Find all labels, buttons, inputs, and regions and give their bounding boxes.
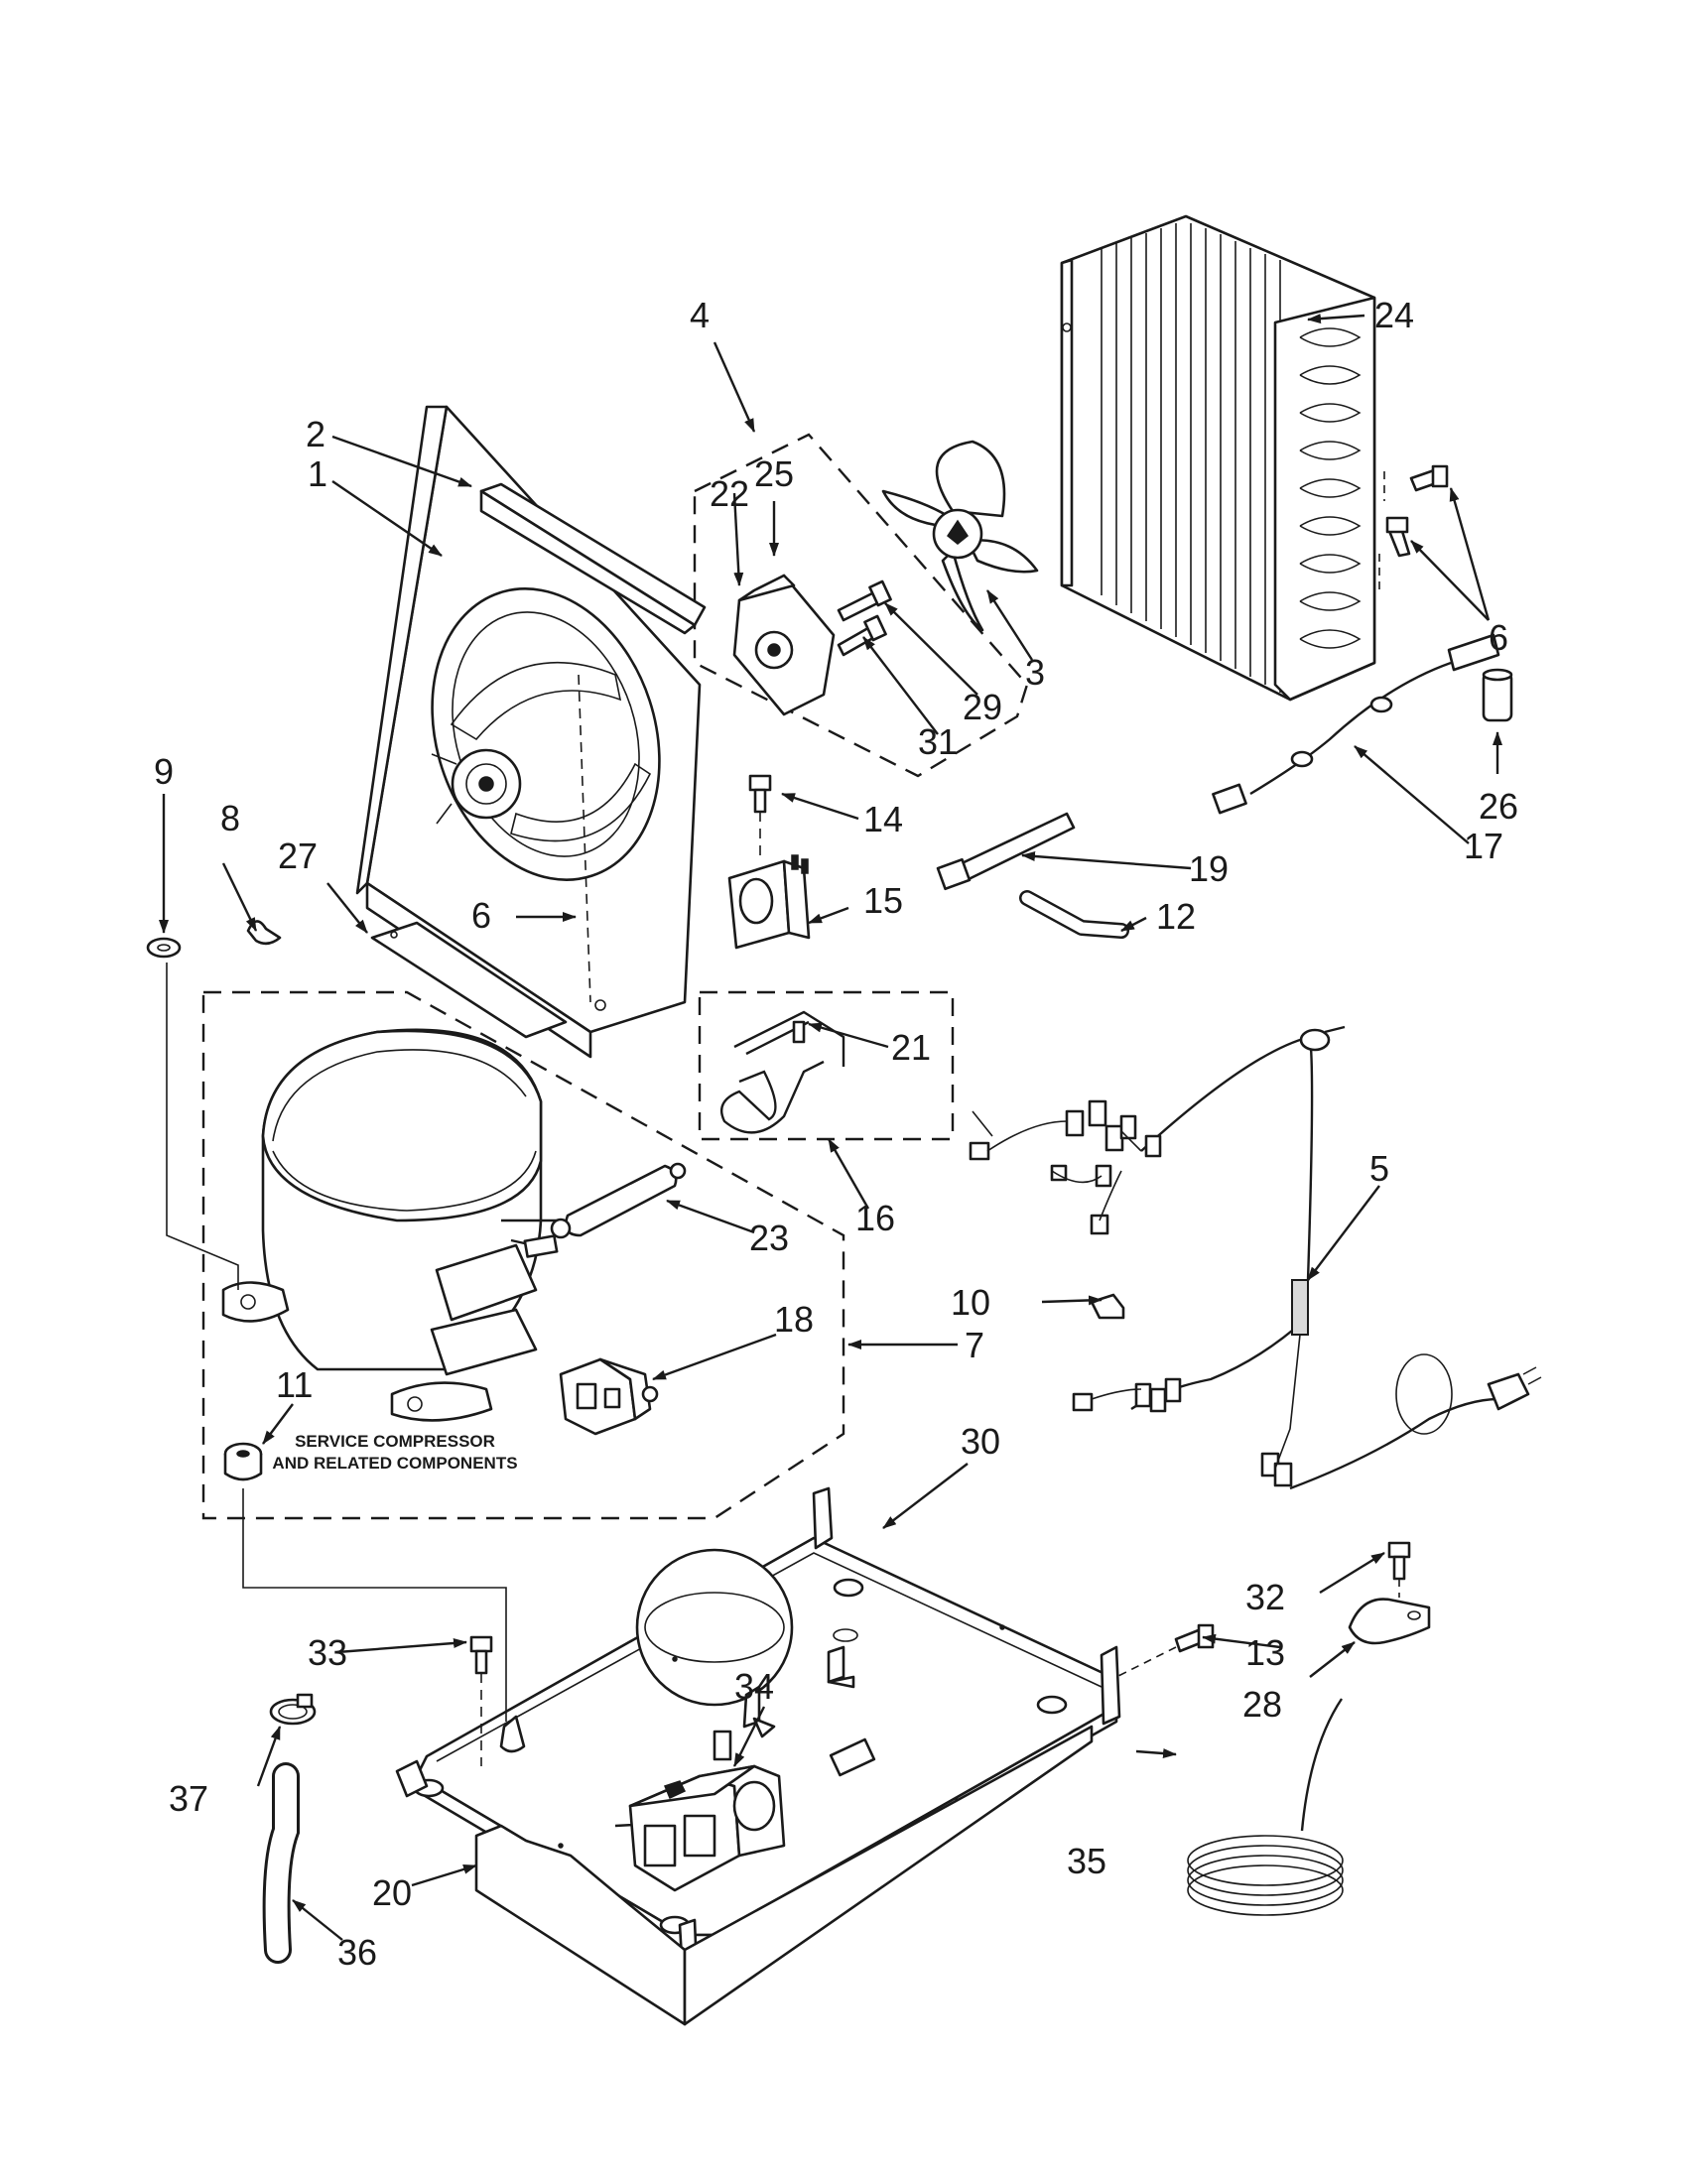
note-line-1: SERVICE COMPRESSOR <box>295 1432 495 1451</box>
condenser-screws <box>1385 464 1449 558</box>
compressor-kit-outline <box>201 990 845 1520</box>
callout-3: 3 <box>1025 652 1045 693</box>
callout-13: 13 <box>1245 1632 1285 1673</box>
drier-kit-outline <box>698 990 955 1141</box>
tube-part <box>1019 890 1129 939</box>
callout-9: 9 <box>154 751 174 792</box>
callout-8: 8 <box>220 798 240 838</box>
screw-33 <box>469 1635 493 1675</box>
coiled-tube <box>1187 1698 1344 1916</box>
callout-28: 28 <box>1242 1684 1282 1725</box>
power-cord <box>1289 1353 1542 1490</box>
compressor <box>221 1028 563 1422</box>
callout-32: 32 <box>1245 1577 1285 1617</box>
callout-12: 12 <box>1156 896 1196 937</box>
relay-screw <box>748 774 772 814</box>
callout-25: 25 <box>754 453 794 494</box>
drain-hose <box>262 1762 300 1964</box>
grommet <box>223 1442 263 1481</box>
callout-23: 23 <box>749 1218 789 1258</box>
fan-screws <box>837 579 892 657</box>
callout-16: 16 <box>855 1198 895 1238</box>
fan-motor-bracket <box>732 574 836 716</box>
condenser-coil <box>1060 214 1376 702</box>
callout-7: 7 <box>965 1325 984 1365</box>
callout-33: 33 <box>308 1632 347 1673</box>
water-valve <box>628 1730 786 1892</box>
callout-5: 5 <box>1369 1148 1389 1189</box>
callout-19: 19 <box>1189 848 1229 889</box>
filter-drier <box>550 1162 687 1239</box>
wire-lead <box>1212 633 1500 815</box>
callout-10: 10 <box>951 1282 990 1323</box>
cable-tie <box>936 812 1076 891</box>
start-relay <box>559 1357 659 1436</box>
connector-lines <box>166 471 1400 1766</box>
callout-34: 34 <box>734 1666 774 1707</box>
callout-36: 36 <box>337 1932 377 1973</box>
bracket-28 <box>1348 1598 1431 1645</box>
callout-31: 31 <box>918 721 958 762</box>
callout-22: 22 <box>710 473 749 514</box>
callout-17: 17 <box>1464 826 1503 866</box>
callout-37: 37 <box>169 1778 208 1819</box>
callout-18: 18 <box>774 1299 814 1340</box>
callout-24: 24 <box>1374 295 1414 335</box>
callout-29: 29 <box>963 687 1002 727</box>
cover-sheet <box>474 1725 1094 2026</box>
gasket-strip <box>479 482 707 635</box>
capacitor <box>1482 668 1513 722</box>
callout-27: 27 <box>278 835 318 876</box>
harness-connectors-upper <box>969 1099 1162 1235</box>
fan-shroud <box>355 405 702 1059</box>
callout-21: 21 <box>891 1027 931 1068</box>
callout-26: 26 <box>1479 786 1518 827</box>
callout-6a: 6 <box>1489 617 1508 658</box>
callout-4: 4 <box>690 295 710 335</box>
drier-tube <box>719 1010 845 1134</box>
callout-14: 14 <box>863 799 903 839</box>
note-line-2: AND RELATED COMPONENTS <box>272 1454 517 1473</box>
baffle-plate <box>370 921 568 1039</box>
callout-11: 11 <box>276 1364 313 1405</box>
wire-harness <box>969 1025 1346 1487</box>
washer-part <box>146 937 182 959</box>
callout-30: 30 <box>961 1421 1000 1462</box>
callout-20: 20 <box>372 1872 412 1913</box>
screw-32 <box>1387 1541 1411 1581</box>
callout-6b: 6 <box>471 895 491 936</box>
wire-clip <box>1090 1293 1125 1320</box>
hose-clamp <box>269 1693 317 1726</box>
callout-2: 2 <box>306 414 325 454</box>
callout-35: 35 <box>1067 1841 1106 1881</box>
callout-1: 1 <box>308 453 327 494</box>
solenoid-relay <box>727 854 811 950</box>
fan-motor-kit-outline <box>693 433 1029 778</box>
leader-lines <box>159 314 1502 1941</box>
callout-15: 15 <box>863 880 903 921</box>
fan-blade <box>881 440 1039 632</box>
